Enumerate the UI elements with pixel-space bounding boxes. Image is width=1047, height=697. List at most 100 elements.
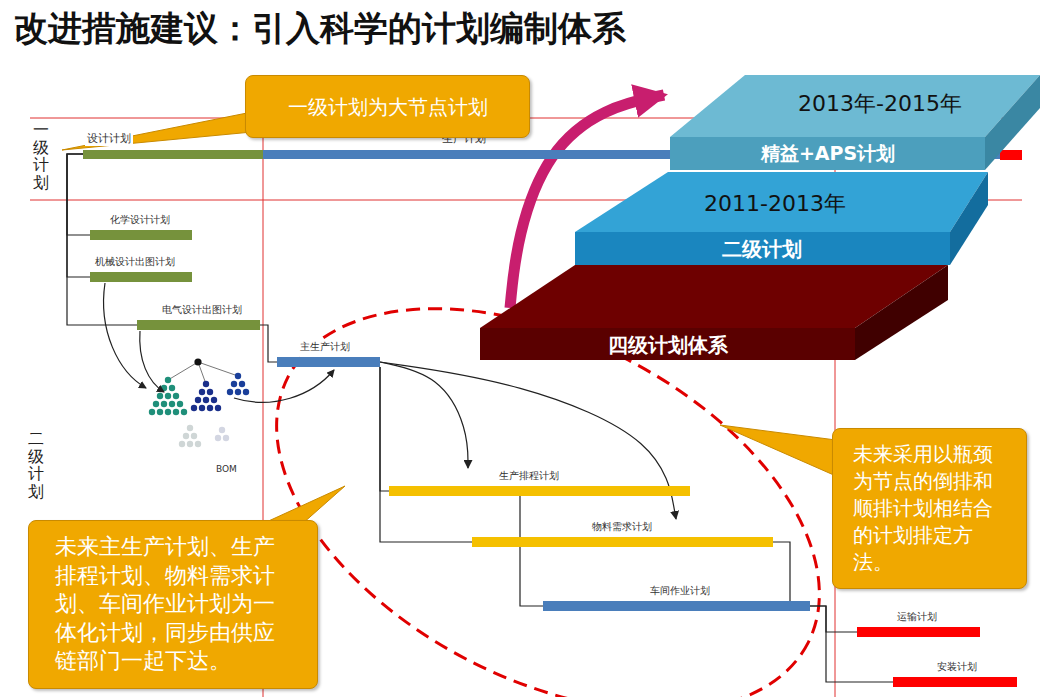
plan-bar: 化学设计计划 [90, 213, 192, 240]
level-label: 一级计划 [33, 121, 49, 191]
bom-dot [187, 425, 193, 431]
bom-dot [177, 401, 183, 407]
plan-bar: 运输计划 [857, 610, 980, 637]
bom-dot [173, 409, 179, 415]
slab-face [985, 75, 1040, 170]
bom-dot [207, 389, 213, 395]
callout-box: 未来主生产计划、生产排程计划、物料需求计划、车间作业计划为一体化计划，同步由供应… [28, 520, 318, 689]
bom-dot [173, 393, 179, 399]
connector [67, 154, 90, 277]
plan-bar: 安装计划 [893, 660, 1017, 687]
connector [67, 154, 90, 235]
connector [810, 606, 857, 632]
connector [380, 367, 472, 542]
slab-text: 精益+APS计划 [761, 141, 895, 167]
bar-label: 主生产计划 [298, 340, 352, 353]
bar-fill [857, 627, 980, 637]
callout-pointer [262, 486, 345, 524]
bom-root [194, 358, 201, 365]
bar-fill [83, 150, 263, 159]
plan-bar: 电气设计出图计划 [137, 303, 260, 330]
level-label: 二级计划 [28, 430, 44, 500]
connector [380, 362, 468, 468]
bom-dot [165, 409, 171, 415]
bar-fill [90, 272, 192, 282]
slab-text: 四级计划体系 [608, 332, 728, 359]
plan-bar: 设计计划 [83, 132, 263, 159]
bar-fill [472, 537, 773, 547]
bar-label: 化学设计计划 [108, 213, 172, 226]
bom-dot [235, 389, 241, 395]
connector [260, 325, 277, 362]
bom-dot [161, 401, 167, 407]
bar-label: 安装计划 [935, 660, 979, 673]
bar-label: 生产排程计划 [497, 469, 561, 482]
bar-fill [543, 601, 810, 611]
bom-dot [179, 441, 185, 447]
bar-fill [137, 320, 260, 330]
stair-slab: 四级计划体系 [478, 263, 950, 362]
bom-dot [203, 397, 209, 403]
plan-bar: 机械设计出图计划 [90, 255, 192, 282]
bom-dot [243, 389, 249, 395]
bom-dot [199, 389, 205, 395]
slab-text: 2011-2013年 [704, 189, 846, 219]
bom-dot [181, 409, 187, 415]
bar-fill [277, 357, 380, 367]
bom-dot [215, 405, 221, 411]
callout-text: 未来主生产计划、生产排程计划、物料需求计划、车间作业计划为一体化计划，同步由供应… [55, 533, 291, 676]
slab-face [670, 137, 985, 170]
bar-fill [389, 486, 690, 496]
bom-arrow [140, 331, 164, 392]
connector [773, 542, 790, 601]
connector [810, 606, 893, 682]
bom-dot [191, 433, 197, 439]
bar-label: 电气设计出图计划 [160, 303, 244, 316]
callout-pointer [720, 425, 836, 476]
slab-text: 2013年-2015年 [798, 89, 962, 119]
bom-dot [165, 393, 171, 399]
bom-dot [195, 441, 201, 447]
callout-box: 未来采用以瓶颈为节点的倒排和顺排计划相结合的计划排定方法。 [832, 428, 1027, 589]
bom-dot [239, 381, 245, 387]
bom-dot [203, 381, 209, 387]
plan-bar: 生产排程计划 [389, 469, 690, 496]
bom-tree [149, 358, 249, 447]
bom-dot [157, 409, 163, 415]
plan-bar: 主生产计划 [277, 340, 380, 367]
bar-fill [90, 230, 192, 240]
bom-dot [219, 427, 225, 433]
callout-box: 一级计划为大节点计划 [245, 75, 530, 138]
bar-label: 运输计划 [895, 610, 939, 623]
slab-text-holder: 二级计划 [722, 236, 802, 263]
bom-dot [165, 377, 171, 383]
slab-text-holder: 四级计划体系 [608, 332, 728, 359]
bom-dot [169, 401, 175, 407]
bom-link [168, 362, 198, 380]
plan-bar: 车间作业计划 [543, 584, 810, 611]
slab-face [670, 75, 1040, 137]
callout-text: 未来采用以瓶颈为节点的倒排和顺排计划相结合的计划排定方法。 [853, 441, 1006, 576]
bar-label: 设计计划 [85, 132, 133, 146]
bom-dot [149, 409, 155, 415]
bar-label: 机械设计出图计划 [93, 255, 177, 268]
callout-pointer [62, 112, 252, 150]
slab-face [575, 232, 950, 265]
bom-dot [157, 393, 163, 399]
bom-dot [183, 433, 189, 439]
bar-label: 物料需求计划 [590, 520, 654, 533]
bar-fill [893, 677, 1017, 687]
bom-dot [169, 385, 175, 391]
bom-link [198, 362, 238, 376]
stair-slab: 2013年-2015年精益+APS计划 [668, 73, 1042, 172]
bom-dot [215, 435, 221, 441]
bom-dot [211, 397, 217, 403]
bom-dot [227, 389, 233, 395]
slab-face [480, 328, 855, 360]
slab-face [950, 172, 988, 265]
bom-dot [199, 405, 205, 411]
bom-dot [207, 405, 213, 411]
stair-slab: 2011-2013年二级计划 [573, 170, 991, 267]
